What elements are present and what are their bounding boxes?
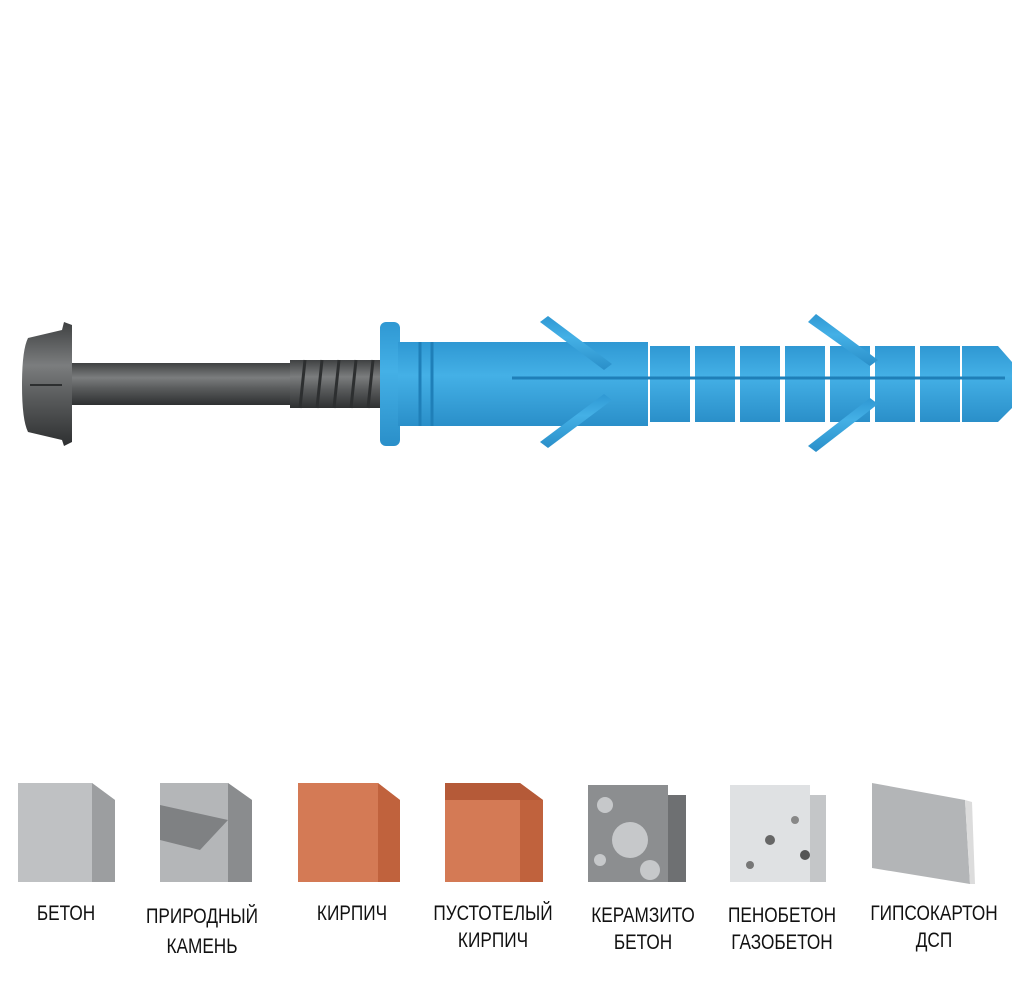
screw-icon: [22, 322, 382, 446]
label-line: ГИПСОКАРТОН: [870, 902, 998, 925]
label-line: КАМЕНЬ: [166, 935, 238, 958]
expanded-clay-concrete-icon: [588, 785, 686, 882]
material-label-expanded-clay: КЕРАМЗИТО БЕТОН: [577, 902, 708, 956]
label-line: БЕТОН: [613, 931, 673, 954]
material-label-concrete: БЕТОН: [0, 900, 131, 927]
natural-stone-icon: [160, 783, 252, 882]
material-label-natural-stone: ПРИРОДНЫЙ КАМЕНЬ: [136, 903, 267, 960]
label-line: КИРПИЧ: [457, 929, 529, 952]
label-line: ГАЗОБЕТОН: [731, 931, 833, 954]
material-label-foam-concrete: ПЕНОБЕТОН ГАЗОБЕТОН: [716, 902, 847, 956]
drywall-panel-icon: [872, 783, 975, 884]
label-line: КИРПИЧ: [316, 902, 388, 925]
material-label-brick: КИРПИЧ: [286, 900, 417, 927]
label-line: ПРИРОДНЫЙ: [145, 905, 259, 928]
label-line: БЕТОН: [36, 902, 96, 925]
hollow-brick-icon: [445, 783, 543, 882]
material-label-drywall: ГИПСОКАРТОН ДСП: [868, 900, 999, 954]
label-line: КЕРАМЗИТО: [591, 904, 695, 927]
brick-icon: [298, 783, 400, 882]
label-line: ПУСТОТЕЛЫЙ: [433, 902, 553, 925]
label-line: ПЕНОБЕТОН: [727, 904, 837, 927]
concrete-block-icon: [18, 783, 115, 882]
material-label-hollow-brick: ПУСТОТЕЛЫЙ КИРПИЧ: [427, 900, 558, 954]
label-line: ДСП: [915, 929, 953, 952]
foam-concrete-icon: [730, 785, 826, 882]
plug-icon: [380, 314, 1012, 452]
